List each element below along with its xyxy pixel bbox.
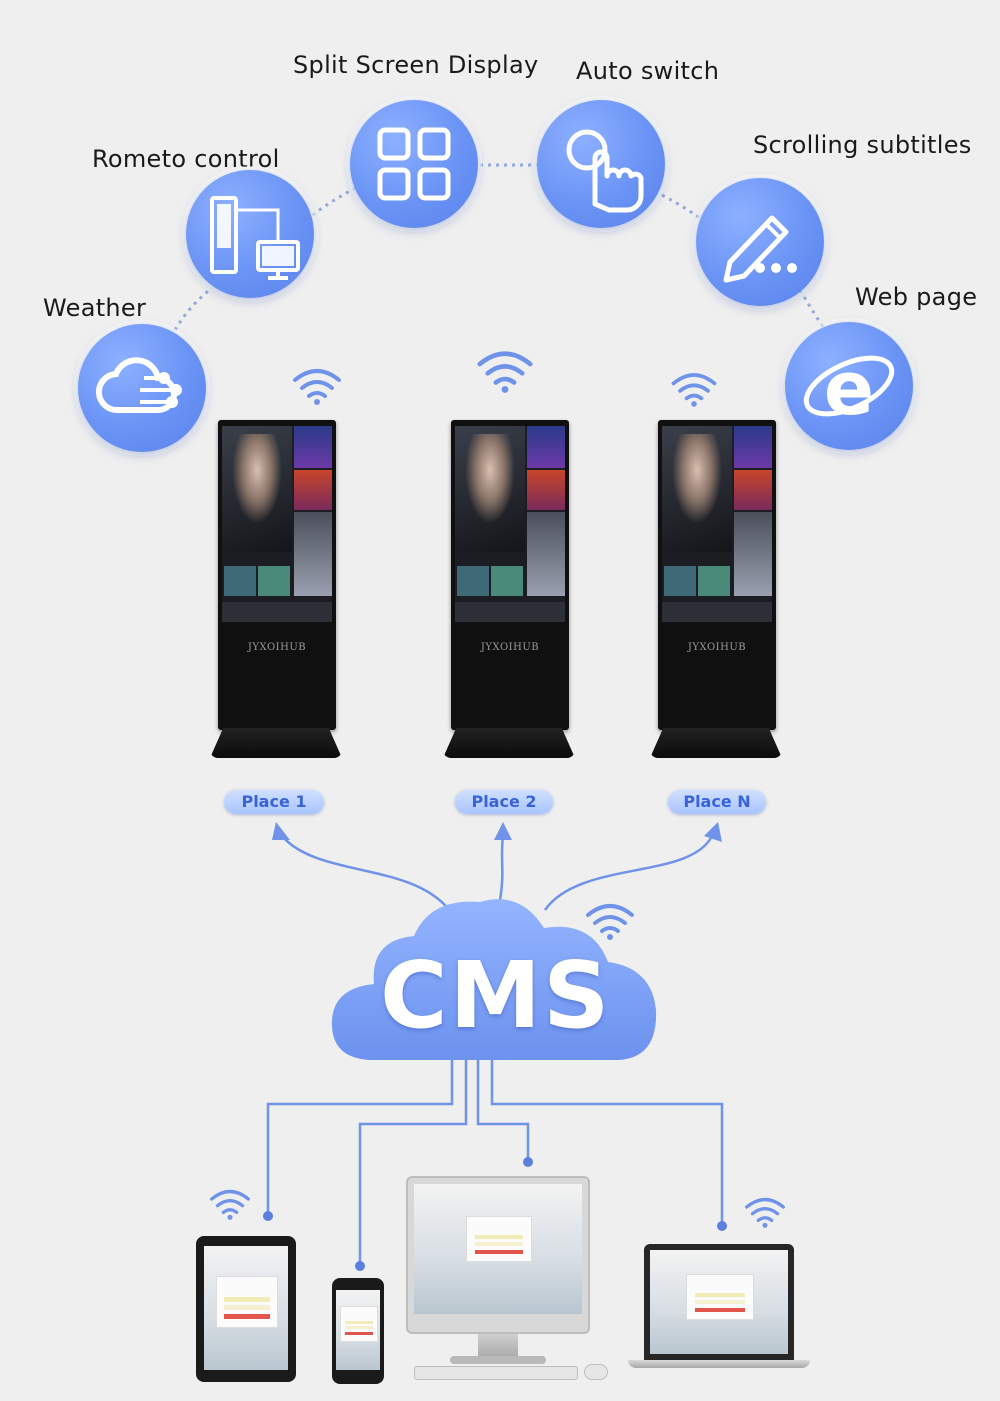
place-2-badge: Place 2 [455,790,553,814]
cloud-network-icon [95,357,182,414]
wifi-icon [477,351,533,393]
kiosk-brand: JYXOIHUB [480,642,540,653]
kiosk-display: JYXOIHUB [650,420,782,760]
wifi-icon [745,1197,785,1228]
feature-label-scrolling-subtitles: Scrolling subtitles [753,131,972,159]
wifi-icon [293,369,341,405]
internet-explorer-icon: e [803,346,895,432]
tablet-device [196,1236,296,1382]
scrolling-subtitles-feature [696,178,824,306]
kiosk-display: JYXOIHUB [210,420,342,760]
kiosk-brand: JYXOIHUB [247,642,307,653]
feature-label-web-page: Web page [855,283,978,311]
split-screen-feature [350,100,478,228]
mouse [584,1364,608,1380]
place-n-badge: Place N [668,790,766,814]
laptop-device [644,1244,794,1360]
feature-label-weather: Weather [43,294,147,322]
remote-control-icon [210,196,300,280]
wifi-icon [210,1189,250,1220]
remote-control-feature [186,170,314,298]
desktop-monitor-device [406,1176,590,1334]
feature-label-auto-switch: Auto switch [576,57,720,85]
web-page-feature: e [785,322,913,450]
kiosk-screen [662,426,772,622]
cms-cloud [331,899,657,1060]
kiosk-screen [455,426,565,622]
keyboard [414,1366,578,1380]
weather-feature [78,324,206,452]
touch-hand-icon [566,129,644,213]
kiosk-brand: JYXOIHUB [687,642,747,653]
kiosk-screen [222,426,332,622]
wifi-icon [586,904,634,940]
feature-label-split-screen: Split Screen Display [293,51,539,79]
place-1-badge: Place 1 [224,790,324,814]
auto-switch-feature [537,100,665,228]
feature-label-remote-control: Rometo control [92,145,280,173]
wifi-icon [671,373,717,407]
grid-icon [377,127,451,201]
pen-icon [723,215,797,283]
phone-device [332,1278,384,1384]
cms-label: CMS [380,942,612,1049]
kiosk-display: JYXOIHUB [443,420,575,760]
